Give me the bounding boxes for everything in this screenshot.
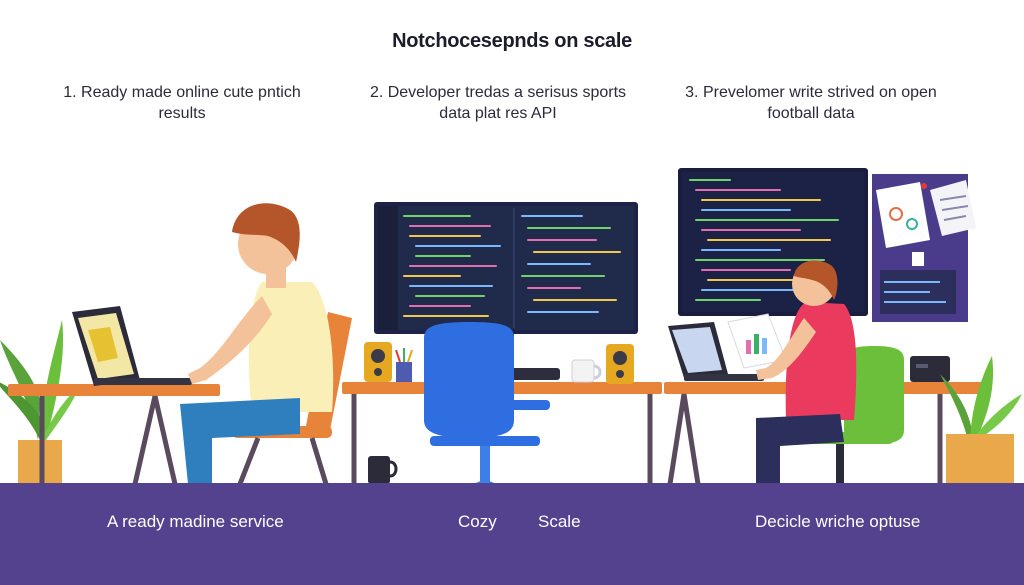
person-right	[756, 260, 857, 484]
chair-icon-blue	[424, 322, 550, 508]
step-2-line-2: data plat res API	[439, 105, 557, 122]
footer-caption-left: A ready madine service	[107, 512, 284, 531]
step-1-line-1: 1. Ready made online cute pntich	[63, 84, 301, 101]
pinboard-icon	[872, 174, 976, 322]
step-1: 1. Ready made online cute pntich results	[32, 82, 332, 124]
footer-caption-right: Decicle wriche optuse	[755, 512, 921, 531]
mug-icon-desk	[571, 359, 602, 383]
plant-icon-right	[940, 356, 1022, 484]
speaker-icon-right	[606, 344, 634, 384]
person-left	[180, 203, 334, 484]
laptop-icon-left	[72, 306, 192, 386]
pencil-cup-icon	[395, 348, 413, 382]
step-3-line-1: 3. Prevelomer write strived on open	[685, 84, 937, 101]
speaker-icon-left	[364, 342, 392, 382]
page-title: Notchocesepnds on scale	[392, 30, 632, 52]
footer-caption-center-a: Cozy	[458, 512, 497, 531]
laptop-icon-right	[668, 322, 764, 381]
monitor-icon-right	[678, 168, 868, 316]
step-3-line-2: football data	[767, 105, 855, 122]
monitor-icon-center	[374, 202, 638, 380]
step-3: 3. Prevelomer write strived on open foot…	[661, 82, 961, 124]
desk-left	[8, 384, 220, 485]
step-1-line-2: results	[158, 105, 206, 122]
step-2-line-1: 2. Developer tredas a serisus sports	[369, 84, 627, 101]
footer-band	[0, 483, 1024, 585]
footer-caption-center-b: Scale	[538, 512, 581, 531]
step-2: 2. Developer tredas a serisus sports dat…	[348, 82, 648, 124]
printer-icon	[910, 356, 950, 382]
mug-icon-floor	[368, 456, 398, 484]
